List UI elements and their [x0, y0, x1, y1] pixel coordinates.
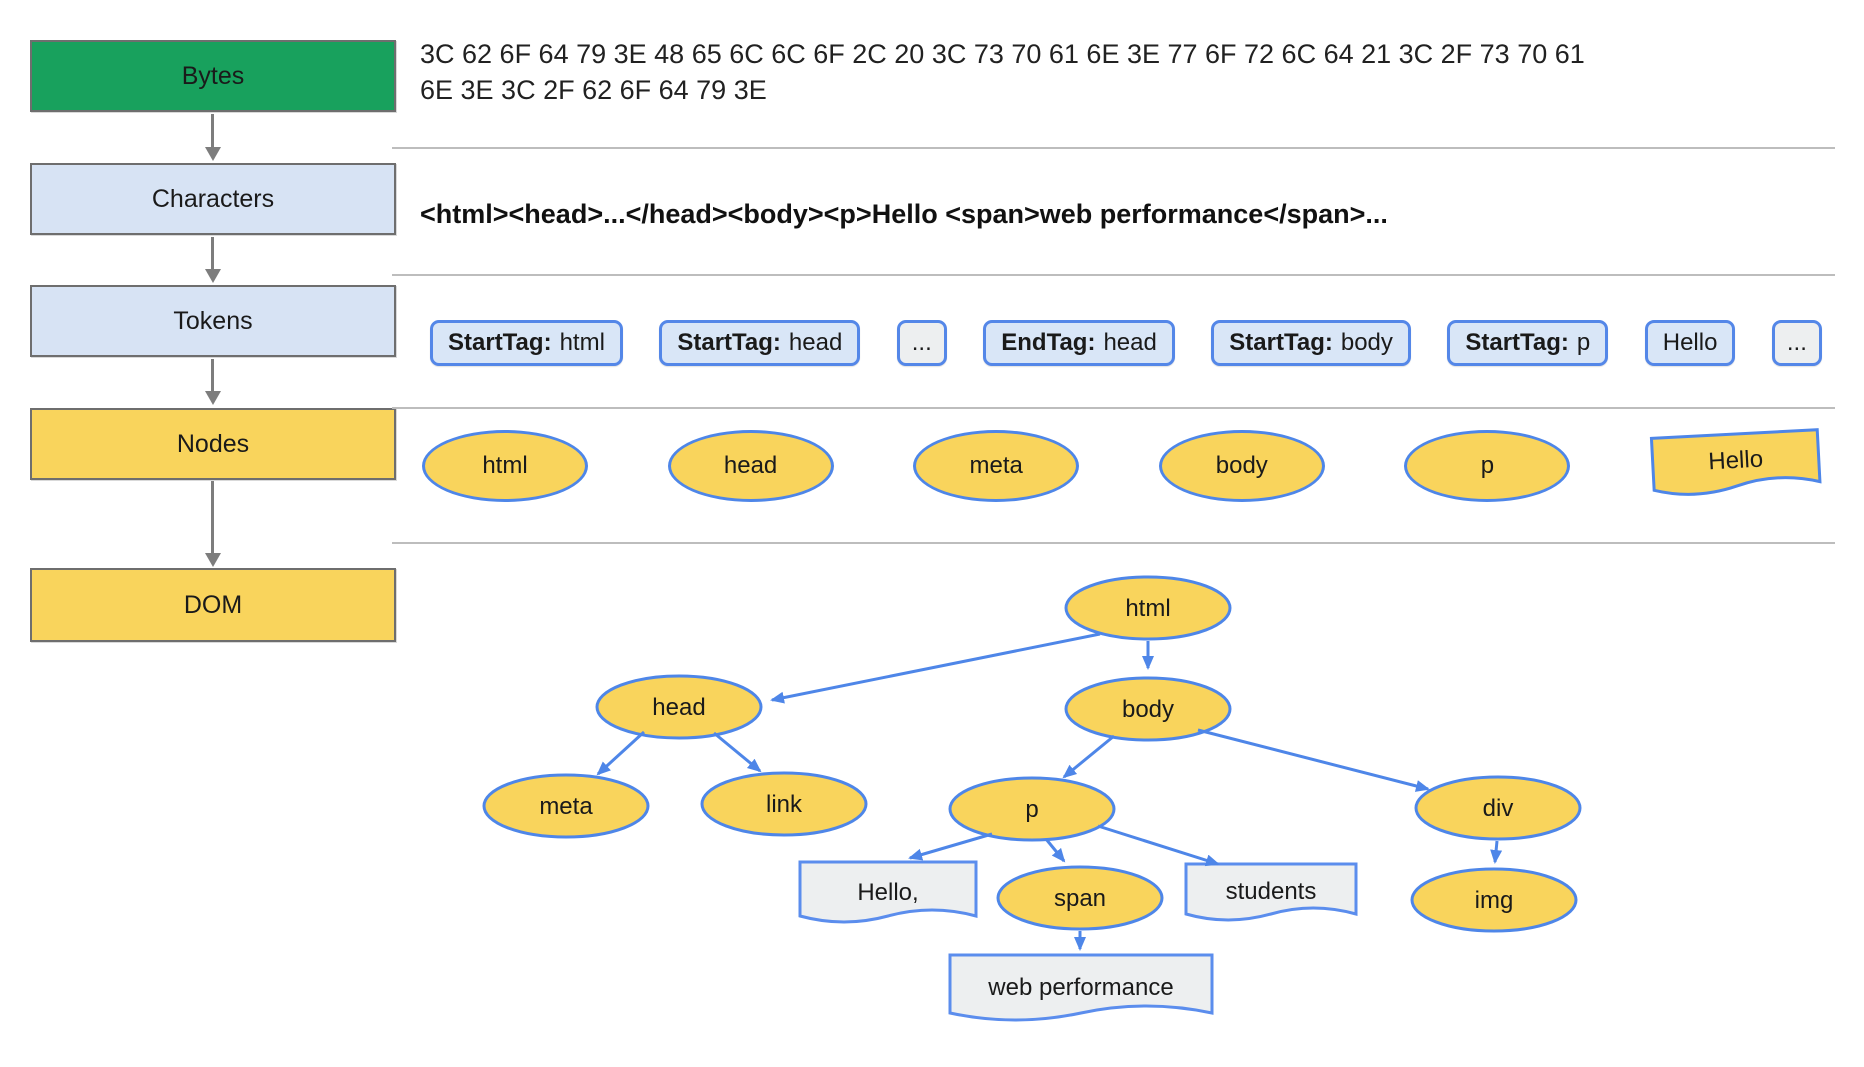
flow-box-nodes-label: Nodes	[176, 429, 250, 458]
edge-body-p	[1062, 734, 1115, 779]
node-label: html	[482, 452, 528, 479]
tree-node-span: span	[996, 865, 1164, 931]
tree-textnode-students: students	[1184, 862, 1358, 922]
token-type: StartTag:	[677, 329, 781, 356]
tree-node-label: web performance	[987, 974, 1173, 1001]
tree-textnode-webperformance: web performance	[948, 953, 1214, 1022]
flow-box-bytes: Bytes	[30, 40, 396, 112]
token-value: body	[1340, 329, 1393, 356]
node-label: Hello	[1708, 446, 1764, 476]
flow-box-tokens-label: Tokens	[173, 306, 253, 335]
edge-p-students	[1097, 824, 1220, 867]
tree-node-body: body	[1064, 676, 1232, 742]
node-textnode-hello: Hello	[1649, 428, 1822, 496]
token-value: html	[559, 329, 605, 356]
bytes-hex-line-1: 3C 62 6F 64 79 3E 48 65 6C 6C 6F 2C 20 3…	[420, 39, 1585, 69]
node-ellipse-html: html	[422, 430, 588, 502]
divider-1	[392, 147, 1835, 149]
flow-box-dom: DOM	[30, 568, 396, 642]
node-label: meta	[969, 452, 1023, 479]
tree-node-label: head	[652, 694, 705, 721]
node-ellipse-meta: meta	[913, 430, 1080, 502]
token-chip-starttag-html: StartTag: html	[430, 320, 623, 366]
node-ellipse-head: head	[667, 430, 834, 502]
bytes-hex-line-2: 6E 3E 3C 2F 62 6F 64 79 3E	[420, 75, 767, 105]
tree-node-label: div	[1483, 795, 1514, 822]
tree-node-label: link	[766, 791, 803, 818]
flow-box-characters-label: Characters	[151, 184, 275, 213]
token-row: StartTag: html StartTag: head ... EndTag: h…	[430, 320, 1822, 366]
tree-node-html: html	[1064, 575, 1232, 641]
token-chip-starttag-body: StartTag: body	[1211, 320, 1411, 366]
flow-arrow-characters-to-tokens	[205, 237, 221, 283]
tree-node-label: body	[1122, 696, 1174, 723]
flow-arrow-bytes-to-characters	[205, 114, 221, 161]
token-value: p	[1576, 329, 1591, 356]
token-chip-ellipsis-1: ...	[896, 320, 947, 366]
tree-node-meta: meta	[482, 773, 650, 839]
edge-p-hello	[908, 832, 993, 861]
tree-node-label: span	[1054, 885, 1106, 912]
tree-node-label: img	[1475, 887, 1514, 914]
node-label: p	[1480, 452, 1495, 479]
dom-tree: html head body meta link p div span img …	[482, 575, 1582, 1022]
text-node-shape	[1649, 428, 1822, 496]
token-chip-ellipsis-2: ...	[1771, 320, 1822, 366]
node-label: body	[1215, 452, 1268, 479]
token-chip-endtag-head: EndTag: head	[983, 320, 1175, 366]
token-type: StartTag:	[1465, 329, 1569, 356]
tree-node-div: div	[1414, 775, 1582, 841]
tree-node-label: students	[1226, 878, 1317, 905]
flow-box-bytes-label: Bytes	[181, 61, 245, 90]
node-ellipse-body: body	[1158, 430, 1325, 502]
edge-div-img	[1490, 840, 1503, 864]
edge-body-div	[1197, 728, 1430, 792]
token-value: ...	[1786, 329, 1807, 356]
divider-2	[392, 274, 1835, 276]
node-ellipse-p: p	[1404, 430, 1571, 502]
tree-node-label: meta	[539, 793, 593, 820]
characters-markup-text: <html><head>...</head><body><p>Hello <sp…	[420, 199, 1388, 229]
tree-edges	[596, 632, 1503, 951]
flow-arrow-nodes-to-dom	[205, 481, 221, 567]
token-chip-hello: Hello	[1644, 320, 1736, 366]
tree-textnode-hello: Hello,	[798, 860, 978, 924]
edge-p-span	[1044, 838, 1066, 863]
token-chip-starttag-head: StartTag: head	[659, 320, 861, 366]
flow-arrow-tokens-to-nodes	[205, 359, 221, 405]
divider-4	[392, 542, 1835, 544]
tree-node-label: html	[1125, 595, 1170, 622]
token-type: EndTag:	[1001, 329, 1096, 356]
token-value: ...	[911, 329, 932, 356]
token-value: head	[788, 329, 843, 356]
bytes-hex-text: 3C 62 6F 64 79 3E 48 65 6C 6C 6F 2C 20 3…	[420, 36, 1585, 108]
token-value: head	[1103, 329, 1157, 356]
flow-box-characters: Characters	[30, 163, 396, 235]
token-chip-starttag-p: StartTag: p	[1447, 320, 1609, 366]
flow-box-tokens: Tokens	[30, 285, 396, 357]
edge-head-link	[713, 731, 762, 773]
tree-node-head: head	[595, 674, 763, 740]
tree-node-label: p	[1025, 796, 1038, 823]
edge-head-meta	[596, 730, 646, 776]
token-value: Hello	[1662, 329, 1718, 356]
flow-box-dom-label: DOM	[183, 590, 243, 619]
tree-node-label: Hello,	[857, 879, 918, 906]
tree-node-link: link	[700, 771, 868, 837]
node-label: head	[723, 452, 778, 479]
divider-3	[392, 407, 1835, 409]
token-type: StartTag:	[448, 329, 552, 356]
flow-box-nodes: Nodes	[30, 408, 396, 480]
nodes-row: html head meta body p Hello	[422, 428, 1822, 502]
tree-node-p: p	[948, 776, 1116, 842]
token-type: StartTag:	[1229, 329, 1333, 356]
tree-node-img: img	[1410, 867, 1578, 933]
edge-html-head	[770, 632, 1101, 704]
